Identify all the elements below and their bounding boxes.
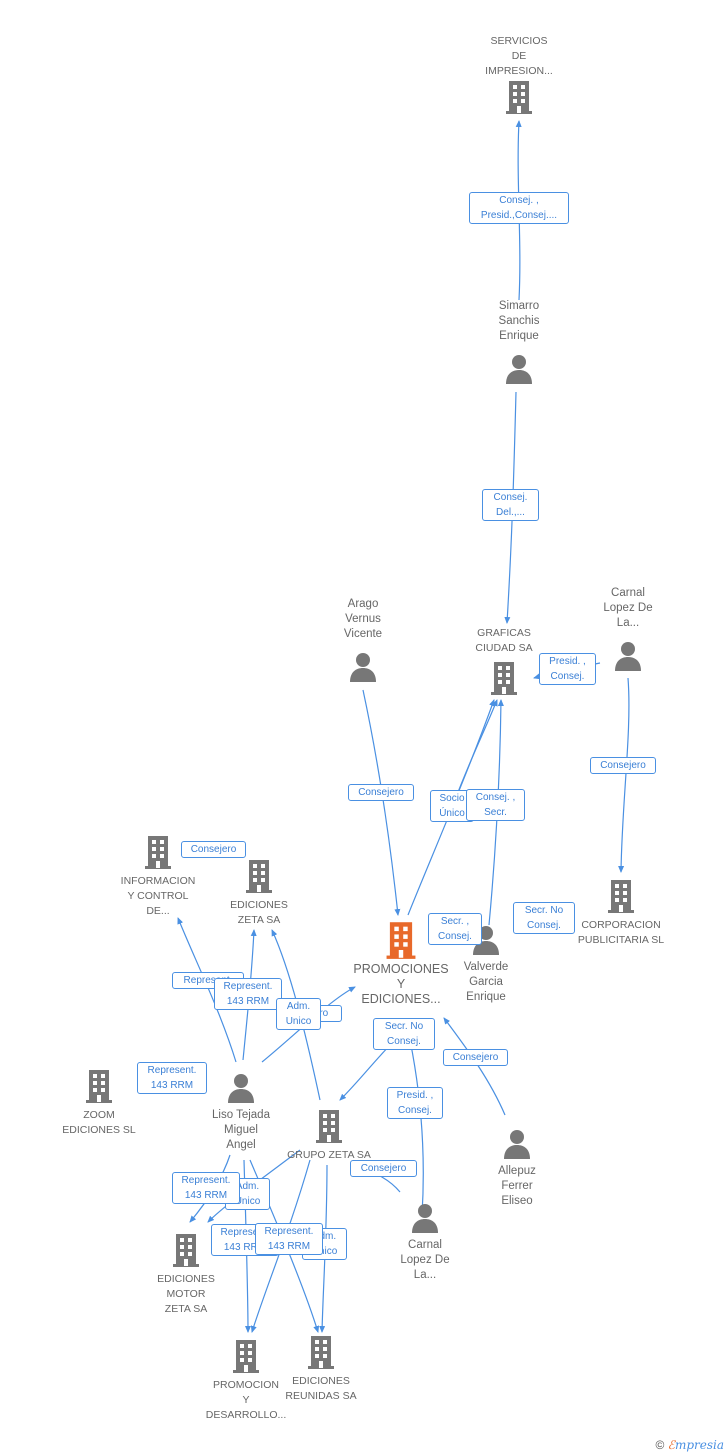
building-icon: [173, 1234, 199, 1267]
relation-label[interactable]: Presid. , Consej.: [387, 1087, 443, 1119]
node-label: CORPORACION PUBLICITARIA SL: [577, 919, 665, 946]
node-label: Carnal Lopez De La...: [603, 587, 653, 629]
building-icon: [386, 922, 416, 959]
brand-logo: ℰmpresia: [667, 1438, 724, 1452]
edge-carnal2-promociones: [408, 1039, 424, 1216]
node-arago[interactable]: Arago Vernus Vicente: [318, 597, 408, 683]
relation-label[interactable]: Consej. , Presid.,Consej....: [469, 192, 569, 224]
building-icon: [145, 836, 171, 869]
relation-label[interactable]: Represent. 143 RRM: [255, 1223, 323, 1255]
node-simarro[interactable]: Simarro Sanchis Enrique: [474, 299, 564, 385]
node-promociones-focus[interactable]: PROMOCIONES Y EDICIONES...: [346, 920, 456, 1007]
relation-label[interactable]: Presid. , Consej.: [539, 653, 596, 685]
node-reunidas[interactable]: EDICIONES REUNIDAS SA: [276, 1334, 366, 1404]
node-label: Arago Vernus Vicente: [343, 598, 383, 640]
node-label: INFORMACION Y CONTROL DE...: [120, 875, 196, 917]
node-carnal1[interactable]: Carnal Lopez De La...: [583, 586, 673, 672]
relation-label[interactable]: Secr. , Consej.: [428, 913, 482, 945]
relation-label[interactable]: Represent. 143 RRM: [137, 1062, 207, 1094]
relation-label[interactable]: Consejero: [181, 841, 246, 858]
node-label: EDICIONES REUNIDAS SA: [285, 1375, 357, 1402]
node-label: GRUPO ZETA SA: [287, 1149, 371, 1161]
node-corporacion[interactable]: CORPORACION PUBLICITARIA SL: [563, 878, 679, 948]
relation-label[interactable]: Secr. No Consej.: [513, 902, 575, 934]
node-label: SERVICIOS DE IMPRESION...: [485, 35, 553, 77]
node-graficas[interactable]: GRAFICAS CIUDAD SA: [459, 626, 549, 696]
node-label: ZOOM EDICIONES SL: [62, 1109, 136, 1136]
edge-carnal1-corporacion: [618, 677, 630, 873]
node-informacion[interactable]: INFORMACION Y CONTROL DE...: [108, 834, 208, 919]
edge-arago-promociones: [362, 689, 401, 916]
relation-label[interactable]: Secr. No Consej.: [373, 1018, 435, 1050]
relation-label[interactable]: Represent. 143 RRM: [214, 978, 282, 1010]
node-label: EDICIONES MOTOR ZETA SA: [157, 1273, 215, 1315]
node-label: Liso Tejada Miguel Angel: [212, 1109, 270, 1151]
relation-label[interactable]: Consejero: [350, 1160, 417, 1177]
node-valverde[interactable]: Valverde Garcia Enrique: [441, 924, 531, 1005]
relation-label[interactable]: Consej. Del.,...: [482, 489, 539, 521]
node-motor[interactable]: EDICIONES MOTOR ZETA SA: [141, 1232, 231, 1317]
building-icon: [233, 1340, 259, 1373]
relation-label[interactable]: Represent. 143 RRM: [172, 1172, 240, 1204]
node-edzeta[interactable]: EDICIONES ZETA SA: [214, 858, 304, 928]
edge-grupo-desarrollo: [250, 1159, 311, 1333]
node-label: GRAFICAS CIUDAD SA: [475, 627, 533, 654]
node-label: Simarro Sanchis Enrique: [498, 300, 540, 342]
person-icon: [228, 1074, 254, 1103]
person-icon: [615, 642, 641, 671]
node-label: Valverde Garcia Enrique: [463, 961, 509, 1003]
edge-allepuz-valverde: [443, 1017, 506, 1116]
node-label: PROMOCIONES Y EDICIONES...: [353, 962, 449, 1006]
copyright-symbol: ©: [655, 1438, 665, 1452]
node-allepuz[interactable]: Allepuz Ferrer Eliseo: [472, 1128, 562, 1209]
node-label: Carnal Lopez De La...: [400, 1239, 450, 1281]
building-icon: [316, 1110, 342, 1143]
node-liso[interactable]: Liso Tejada Miguel Angel: [196, 1072, 286, 1153]
relation-label[interactable]: Consejero: [590, 757, 656, 774]
building-icon: [86, 1070, 112, 1103]
node-label: Allepuz Ferrer Eliseo: [498, 1165, 536, 1207]
node-desarrollo[interactable]: PROMOCION Y DESARROLLO...: [196, 1338, 296, 1423]
relation-label[interactable]: Consejero: [443, 1049, 508, 1066]
building-icon: [491, 662, 517, 695]
node-zoom[interactable]: ZOOM EDICIONES SL: [54, 1068, 144, 1138]
edge-promociones-graficas-b: [454, 699, 498, 801]
building-icon: [608, 880, 634, 913]
node-carnal2[interactable]: Carnal Lopez De La...: [380, 1202, 470, 1283]
relation-label[interactable]: Adm. Unico: [276, 998, 321, 1030]
person-icon: [350, 653, 376, 682]
building-icon: [506, 81, 532, 114]
relation-label[interactable]: Consej. , Secr.: [466, 789, 525, 821]
person-icon: [412, 1204, 438, 1233]
relation-label[interactable]: Adm. Unico: [225, 1178, 270, 1210]
person-icon: [504, 1130, 530, 1159]
node-label: PROMOCION Y DESARROLLO...: [205, 1379, 287, 1421]
node-grupozeta[interactable]: GRUPO ZETA SA: [274, 1108, 384, 1163]
building-icon: [308, 1336, 334, 1369]
footer-brand: © ℰmpresia: [655, 1438, 724, 1452]
node-label: EDICIONES ZETA SA: [230, 899, 288, 926]
relation-label[interactable]: Consejero: [348, 784, 414, 801]
node-servicios[interactable]: SERVICIOS DE IMPRESION...: [469, 34, 569, 115]
person-icon: [506, 355, 532, 384]
building-icon: [246, 860, 272, 893]
